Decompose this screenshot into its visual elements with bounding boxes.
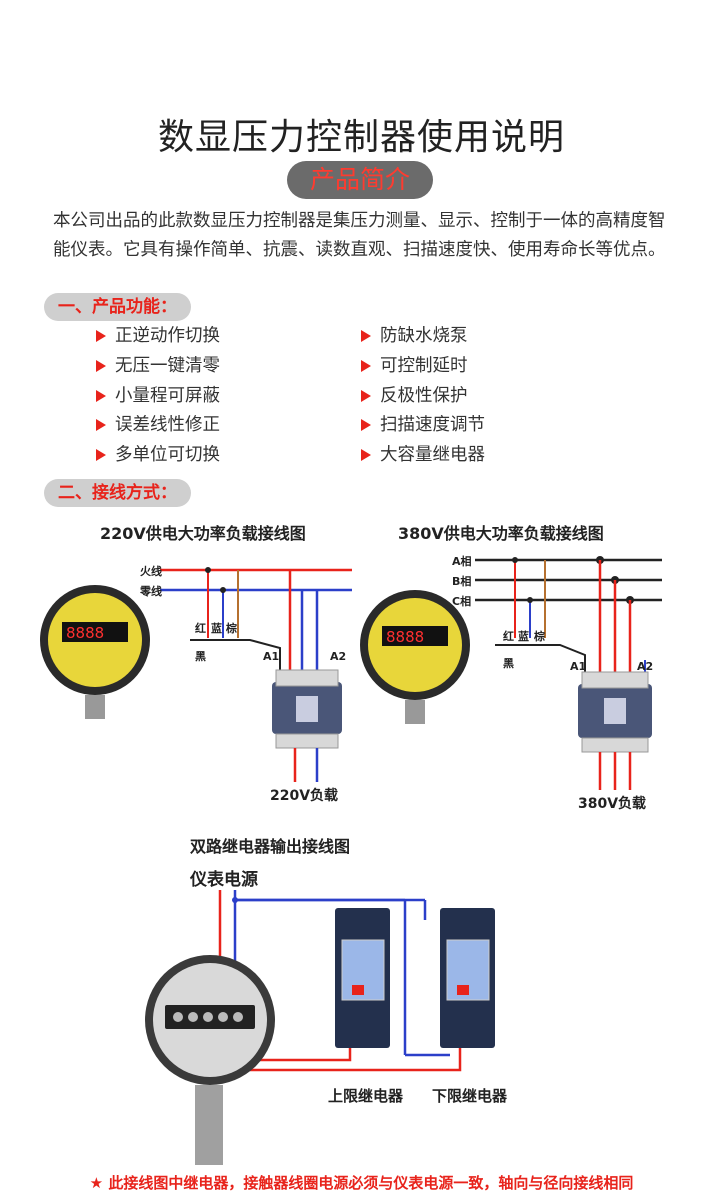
- blue-wire-label: 蓝: [211, 622, 222, 635]
- page-title: 数显压力控制器使用说明: [157, 117, 565, 158]
- black-wire-label: 黑: [195, 650, 206, 663]
- bullet-triangle-icon: [361, 330, 371, 342]
- bullet-triangle-icon: [96, 419, 106, 431]
- feature-left-2: 无压一键清零: [96, 352, 220, 380]
- bullet-triangle-icon: [96, 390, 106, 402]
- feature-right-4: 扫描速度调节: [361, 411, 485, 439]
- load-380v-label: 380V负载: [578, 796, 647, 812]
- star-icon: ★: [89, 1174, 109, 1192]
- bullet-triangle-icon: [361, 419, 371, 431]
- intro-text: 本公司出品的此款数显压力控制器是集压力测量、显示、控制于一体的高精度智能仪表。它…: [53, 211, 666, 260]
- load-220v-label: 220V负载: [270, 788, 339, 804]
- feature-left-3: 小量程可屏蔽: [96, 382, 220, 410]
- footnote: ★ 此接线图中继电器，接触器线圈电源必须与仪表电源一致，轴向与径向接线相同: [89, 1174, 634, 1192]
- terminal-a2-label: A2: [330, 650, 347, 663]
- section-features-pill: 一、产品功能：: [44, 293, 191, 321]
- phase-b-label: B相: [452, 575, 472, 588]
- diagram-220v: 8888: [40, 567, 352, 782]
- feature-left-5: 多单位可切换: [96, 441, 220, 469]
- blue-wire-label-380: 蓝: [518, 630, 529, 643]
- upper-relay-label: 上限继电器: [328, 1087, 404, 1105]
- neutral-wire-label: 零线: [140, 585, 162, 598]
- bullet-triangle-icon: [96, 330, 106, 342]
- intro-pill: 产品简介: [287, 161, 433, 199]
- feature-right-1: 防缺水烧泵: [361, 322, 468, 350]
- diagram-220v-title: 220V供电大功率负载接线图: [100, 524, 306, 543]
- bullet-triangle-icon: [96, 449, 106, 461]
- brown-wire-label: 棕: [226, 622, 237, 635]
- terminal-a1-label-380: A1: [570, 660, 587, 673]
- bullet-triangle-icon: [361, 360, 371, 372]
- red-wire-label-380: 红: [503, 630, 514, 643]
- phase-c-label: C相: [452, 595, 472, 608]
- svg-text:8888: 8888: [66, 624, 104, 642]
- feature-right-3: 反极性保护: [361, 382, 468, 410]
- diagram-380v-title: 380V供电大功率负载接线图: [398, 524, 604, 543]
- feature-right-5: 大容量继电器: [361, 441, 485, 469]
- svg-text:8888: 8888: [386, 628, 424, 646]
- red-wire-label: 红: [195, 622, 206, 635]
- bullet-triangle-icon: [96, 360, 106, 372]
- feature-right-2: 可控制延时: [361, 352, 468, 380]
- terminal-a1-label: A1: [263, 650, 280, 663]
- live-wire-label: 火线: [140, 565, 162, 578]
- feature-left-1: 正逆动作切换: [96, 322, 220, 350]
- section-wiring-pill: 二、接线方式：: [44, 479, 191, 507]
- diagram-relay-title: 双路继电器输出接线图: [190, 837, 351, 856]
- feature-left-4: 误差线性修正: [96, 411, 220, 439]
- terminal-a2-label-380: A2: [637, 660, 654, 673]
- diagram-relay: [145, 890, 495, 1165]
- phase-a-label: A相: [452, 555, 472, 568]
- diagram-380v: 8888: [360, 556, 662, 790]
- lower-relay-label: 下限继电器: [432, 1087, 508, 1105]
- bullet-triangle-icon: [361, 390, 371, 402]
- power-label: 仪表电源: [190, 870, 258, 890]
- black-wire-label-380: 黑: [503, 657, 514, 670]
- bullet-triangle-icon: [361, 449, 371, 461]
- brown-wire-label-380: 棕: [534, 630, 545, 643]
